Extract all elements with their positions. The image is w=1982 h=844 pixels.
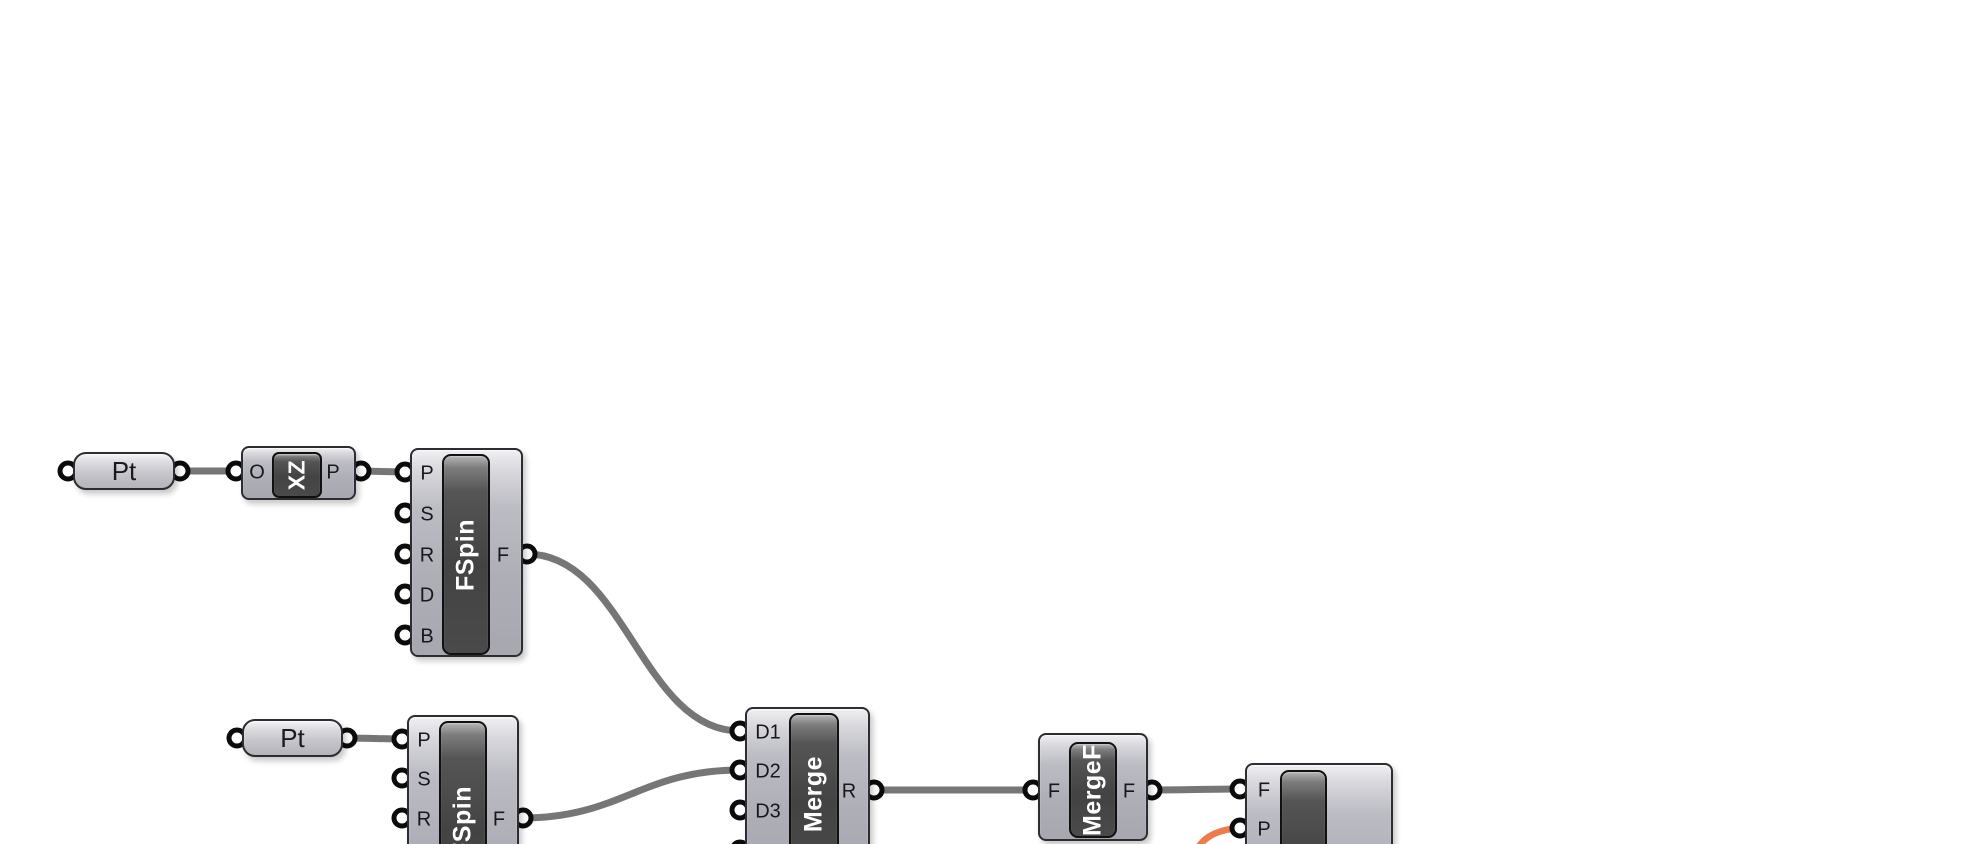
fspin1-input-label-b: B — [420, 625, 434, 648]
fspin1-input-label-s: S — [420, 503, 434, 526]
fspin1-title-bar[interactable]: FSpin — [442, 454, 490, 655]
node-mergef[interactable]: F MergeF F — [1038, 733, 1148, 841]
xz-icon[interactable]: XZ — [272, 452, 322, 498]
partial-input-label-p: P — [1257, 818, 1271, 841]
merge-input-label-d1: D1 — [755, 721, 781, 744]
fspin1-input-label-p: P — [420, 462, 434, 485]
xz-output-label-p: P — [326, 461, 340, 484]
merge-output-label-r: R — [841, 780, 857, 803]
node-pt-2[interactable]: Pt — [242, 719, 343, 757]
node-pt-2-label: Pt — [280, 722, 305, 753]
fspin2-input-label-p: P — [417, 729, 431, 752]
partial-title-bar[interactable]: e — [1280, 770, 1327, 844]
fspin2-input-label-s: S — [417, 768, 431, 791]
fspin1-input-label-r: R — [419, 544, 435, 567]
fspin2-title: FSpin — [448, 785, 477, 844]
node-merge[interactable]: D1 D2 D3 Merge R — [745, 707, 870, 844]
fspin2-title-bar[interactable]: FSpin — [439, 721, 487, 844]
node-partial-bottom-right[interactable]: F P e — [1245, 763, 1393, 844]
wire-fspin1-to-merge-d1[interactable] — [523, 550, 744, 735]
mergef-title-bar[interactable]: MergeF — [1069, 742, 1117, 838]
node-pt-1-label: Pt — [111, 455, 137, 486]
fspin1-output-label-f: F — [496, 544, 510, 567]
merge-input-label-d2: D2 — [755, 760, 781, 783]
xz-input-label-o: O — [249, 461, 265, 484]
partial-input-label-f: F — [1257, 779, 1271, 802]
merge-title-bar[interactable]: Merge — [789, 713, 839, 844]
wire-mergef-to-partial-f[interactable] — [1148, 785, 1244, 794]
wire-fspin2-to-merge-d2[interactable] — [519, 766, 744, 822]
mergef-input-label-f: F — [1047, 780, 1061, 803]
fspin2-input-label-r: R — [416, 808, 432, 831]
node-pt-1[interactable]: Pt — [73, 452, 175, 490]
node-xz-plane[interactable]: O XZ P — [241, 446, 356, 500]
fspin1-title: FSpin — [451, 518, 480, 591]
merge-input-label-d3: D3 — [755, 800, 781, 823]
node-fspin-1[interactable]: P S R D B FSpin F — [410, 448, 523, 657]
fspin1-input-label-d: D — [419, 584, 435, 607]
fspin2-output-label-f: F — [492, 808, 506, 831]
mergef-output-label-f: F — [1122, 780, 1136, 803]
merge-title: Merge — [799, 755, 828, 833]
node-fspin-2[interactable]: P S R FSpin F — [407, 715, 519, 844]
mergef-title: MergeF — [1078, 744, 1107, 836]
xz-icon-text: XZ — [283, 459, 310, 491]
